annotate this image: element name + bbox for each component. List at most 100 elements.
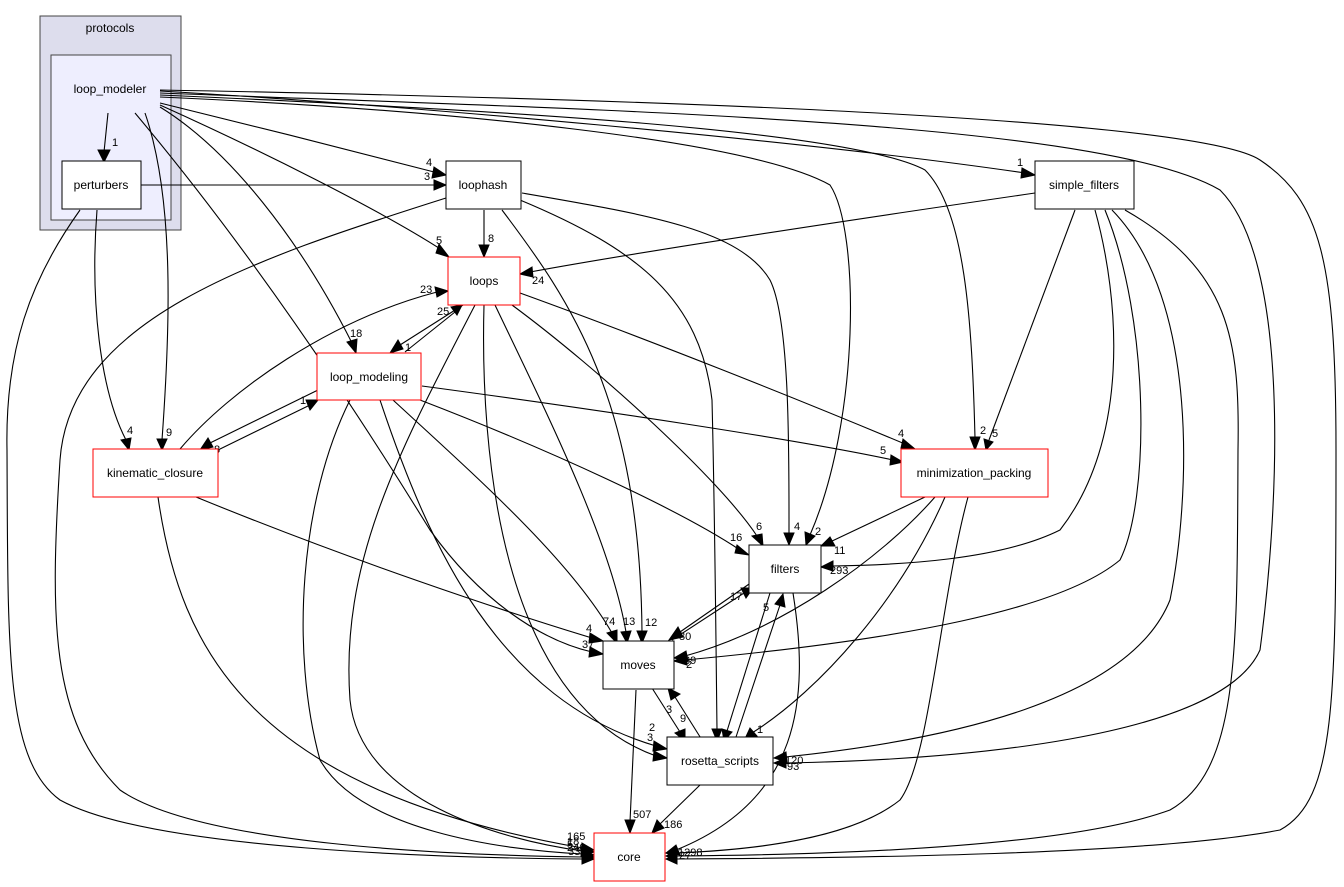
- edge-loop-modeler-kinematic-closure: [144, 112, 169, 441]
- edge-loops-rosetta-scripts: [483, 304, 657, 757]
- node-label-kinematic-closure[interactable]: kinematic_closure: [107, 466, 203, 480]
- edge-label: 1: [757, 724, 763, 736]
- edge-label: 12: [645, 617, 657, 629]
- node-label-moves[interactable]: moves: [620, 658, 655, 672]
- node-label-loop-modeling[interactable]: loop_modeling: [330, 370, 408, 384]
- edge-rosetta-scripts-core: [659, 784, 701, 825]
- edge-label: 3: [424, 171, 430, 183]
- arrowhead: [433, 179, 448, 191]
- arrowhead: [606, 629, 618, 645]
- arrowhead: [620, 630, 632, 645]
- edges: 1 4 3 1 5 8 24 23 25 1: [6, 89, 1337, 865]
- edge-loophash-moves: [501, 209, 643, 633]
- node-loops[interactable]: loops: [447, 256, 521, 306]
- edge-label: 4: [898, 428, 904, 440]
- edge-label: 24: [532, 275, 544, 287]
- arrowhead: [156, 438, 168, 452]
- node-label-perturbers[interactable]: perturbers: [74, 178, 129, 192]
- edge-label: 1: [300, 395, 306, 407]
- node-label-core[interactable]: core: [617, 850, 641, 864]
- edge-label: 336: [568, 846, 586, 858]
- edge-filters-rosetta-scripts: [726, 592, 771, 732]
- edge-label: 1: [405, 342, 411, 354]
- edge-label: 4: [127, 425, 133, 437]
- node-label-rosetta-scripts[interactable]: rosetta_scripts: [681, 754, 759, 768]
- edge-loop-modeler-simple-filters: [159, 90, 1026, 174]
- edge-label: 3: [666, 704, 672, 716]
- arrowhead: [588, 646, 605, 658]
- arrowhead: [734, 544, 751, 556]
- edge-label: 1: [1017, 157, 1023, 169]
- node-label-minimization-packing[interactable]: minimization_packing: [917, 466, 1032, 480]
- edge-loop-modeler-loophash: [159, 102, 439, 174]
- edge-label: 507: [633, 809, 651, 821]
- arrowhead: [969, 436, 981, 452]
- node-kinematic-closure[interactable]: kinematic_closure: [92, 448, 219, 498]
- edge-kinematic-closure-core: [157, 496, 584, 849]
- arrowhead: [97, 149, 111, 164]
- node-label-simple-filters[interactable]: simple_filters: [1049, 178, 1119, 192]
- cluster-label-loop-modeler[interactable]: loop_modeler: [74, 82, 147, 96]
- arrowhead: [518, 266, 534, 278]
- node-label-filters[interactable]: filters: [771, 562, 800, 576]
- edge-loop-modeler-moves: [134, 112, 593, 653]
- edge-loops-loop-modeling: [399, 304, 464, 346]
- edge-label: 165: [567, 831, 585, 843]
- edge-filters-core: [675, 592, 800, 851]
- edge-loop-modeling-loops: [404, 311, 456, 353]
- edge-label: 9: [166, 427, 172, 439]
- edge-simple-filters-loops: [529, 192, 1036, 273]
- edge-loops-minimization-packing: [519, 292, 906, 445]
- edge-label: 5: [880, 445, 886, 457]
- arrowhead: [388, 339, 404, 354]
- edge-loop-modeling-filters: [419, 399, 741, 551]
- edge-label: 293: [830, 565, 848, 577]
- arrowhead: [672, 654, 688, 666]
- node-loophash[interactable]: loophash: [445, 160, 522, 210]
- edge-label: 18: [567, 836, 579, 848]
- edge-label: 5: [567, 839, 573, 851]
- arrowhead: [819, 536, 836, 547]
- arrowhead: [1020, 167, 1037, 179]
- edge-label: 18: [350, 328, 362, 340]
- node-label-loophash[interactable]: loophash: [459, 178, 508, 192]
- node-loop-modeling[interactable]: loop_modeling: [316, 352, 422, 401]
- arrowhead: [120, 437, 132, 452]
- edge-label: 2: [686, 659, 692, 671]
- arrowhead: [624, 819, 636, 835]
- edge-label: 13: [623, 616, 635, 628]
- edge-minimization-packing-rosetta-scripts: [751, 496, 946, 734]
- edge-label: 120: [785, 755, 803, 767]
- edge-label: 23: [420, 284, 432, 296]
- cluster-label-protocols: protocols: [86, 21, 135, 35]
- node-rosetta-scripts[interactable]: rosetta_scripts: [666, 736, 774, 786]
- node-moves[interactable]: moves: [602, 640, 675, 690]
- arrowhead: [819, 560, 834, 572]
- edge-label: 4: [794, 521, 800, 533]
- edge-perturbers-kinematic-closure: [94, 209, 127, 441]
- edge-perturbers-core: [6, 209, 584, 860]
- edge-label: 5: [436, 235, 442, 247]
- node-core[interactable]: core: [593, 832, 666, 882]
- edge-loophash-core: [54, 197, 584, 858]
- edge-label: 2: [980, 425, 986, 437]
- node-filters[interactable]: filters: [748, 544, 822, 594]
- edge-simple-filters-core: [675, 209, 1239, 857]
- arrowhead: [667, 687, 681, 701]
- arrowhead: [588, 632, 605, 644]
- edge-loops-core: [348, 304, 584, 852]
- edge-loop-modeling-kinematic-closure: [209, 389, 319, 444]
- node-label-loops[interactable]: loops: [470, 274, 499, 288]
- node-minimization-packing[interactable]: minimization_packing: [900, 448, 1049, 498]
- edge-label: 25: [437, 306, 449, 318]
- edge-label: 9: [680, 713, 686, 725]
- arrowhead: [652, 750, 669, 762]
- edge-loophash-filters: [521, 192, 790, 536]
- edge-label: 4: [426, 157, 432, 169]
- node-perturbers[interactable]: perturbers: [61, 160, 142, 210]
- edge-label: 74: [603, 616, 615, 628]
- arrowhead: [478, 244, 490, 259]
- edge-label: 3: [647, 732, 653, 744]
- node-simple-filters[interactable]: simple_filters: [1034, 160, 1135, 210]
- edge-loop-modeler-minimization-packing: [159, 94, 976, 439]
